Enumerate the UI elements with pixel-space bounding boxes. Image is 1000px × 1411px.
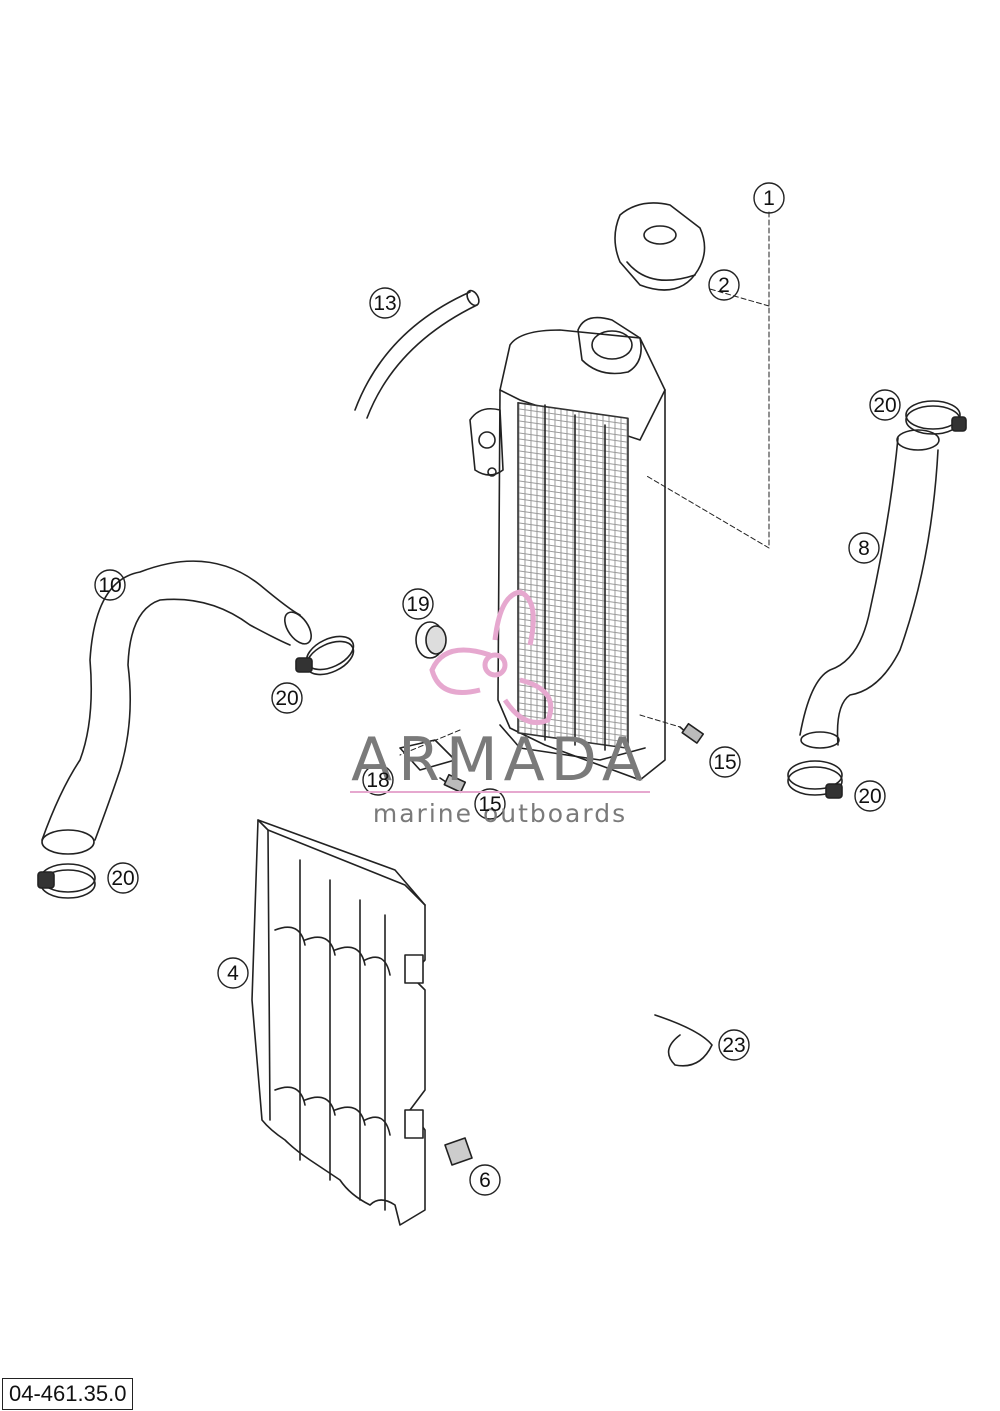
- callout-label-13: 13: [373, 292, 396, 315]
- radiator: [469, 316, 666, 781]
- hose-clamp-bottom-right: [787, 760, 843, 799]
- screw-right: [679, 722, 705, 744]
- watermark-title: ARMADA: [351, 725, 649, 795]
- radiator-shroud: [251, 819, 426, 1226]
- document-number: 04-461.35.0: [2, 1378, 134, 1410]
- callout-label-10: 10: [98, 574, 121, 597]
- callout-label-23: 23: [722, 1034, 745, 1057]
- screw-left: [439, 773, 467, 794]
- upper-left-hose: [41, 560, 312, 855]
- callout-label-20-top: 20: [873, 394, 896, 417]
- small-hose: [354, 289, 480, 419]
- callout-label-8: 8: [858, 537, 870, 560]
- lower-right-hose: [799, 429, 940, 749]
- callout-label-20-mid: 20: [275, 687, 298, 710]
- callout-label-4: 4: [227, 962, 239, 985]
- radiator-cap: [614, 202, 706, 291]
- callout-label-18: 18: [366, 769, 389, 792]
- clip: [444, 1137, 473, 1166]
- hose-clamp-top-right: [905, 400, 967, 435]
- mounting-bracket: [399, 739, 456, 771]
- watermark-logo: [429, 589, 554, 725]
- callout-label-19: 19: [406, 593, 429, 616]
- hose-clamp-mid-left: [295, 635, 355, 676]
- callout-label-1: 1: [763, 187, 775, 210]
- callout-circles: [94, 182, 901, 1196]
- callout-label-20-right: 20: [858, 785, 881, 808]
- leader-lines: [399, 211, 770, 756]
- hose-clamp-bottom-left: [37, 863, 96, 899]
- grommet: [415, 621, 447, 659]
- callout-label-6: 6: [479, 1169, 491, 1192]
- callout-label-20-left: 20: [111, 867, 134, 890]
- cable-tie: [654, 1014, 713, 1067]
- callout-label-2: 2: [718, 274, 730, 297]
- watermark-subtitle: marine outboards: [373, 799, 627, 828]
- callout-label-15-left: 15: [478, 793, 501, 816]
- callout-label-15-right: 15: [713, 751, 736, 774]
